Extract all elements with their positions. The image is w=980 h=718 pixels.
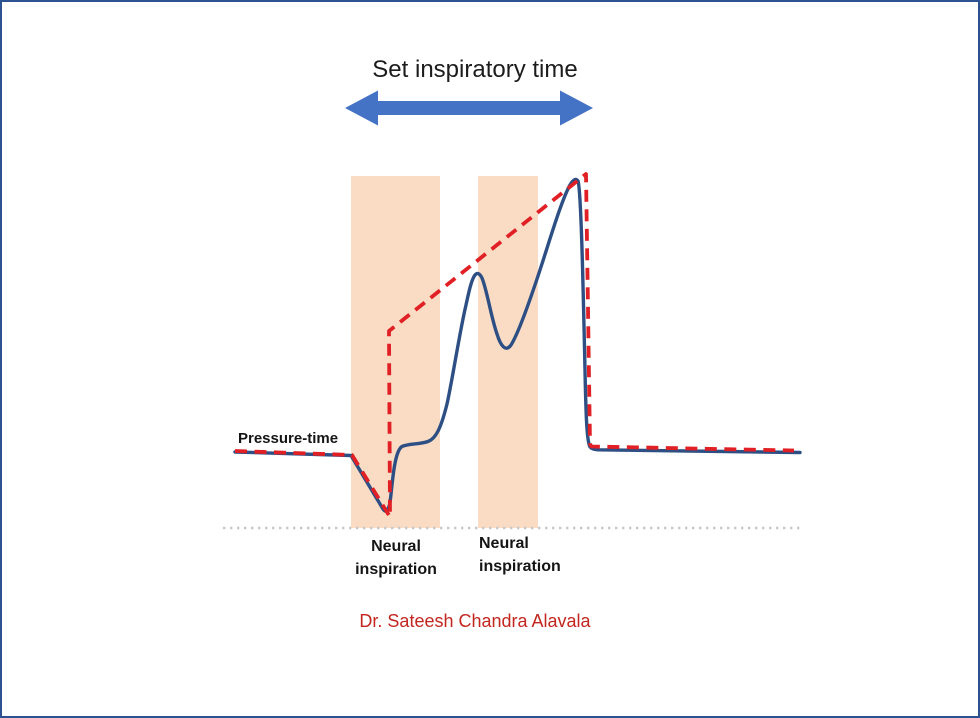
neural-label-line: Neural	[479, 535, 529, 552]
neural-inspiration-band-2	[478, 176, 538, 528]
double-arrow-icon	[345, 90, 593, 126]
neural-inspiration-label-1: Neural inspiration	[336, 535, 456, 581]
patient-pressure-curve	[233, 177, 802, 513]
neural-label-line: inspiration	[355, 561, 437, 578]
neural-label-line: Neural	[371, 538, 421, 555]
neural-inspiration-label-2: Neural inspiration	[479, 532, 599, 578]
neural-label-line: inspiration	[479, 558, 561, 575]
pressure-time-label: Pressure-time	[238, 430, 339, 447]
slide-title: Set inspiratory time	[372, 56, 578, 83]
set-pressure-curve	[234, 172, 795, 519]
attribution-text: Dr. Sateesh Chandra Alavala	[359, 611, 591, 631]
